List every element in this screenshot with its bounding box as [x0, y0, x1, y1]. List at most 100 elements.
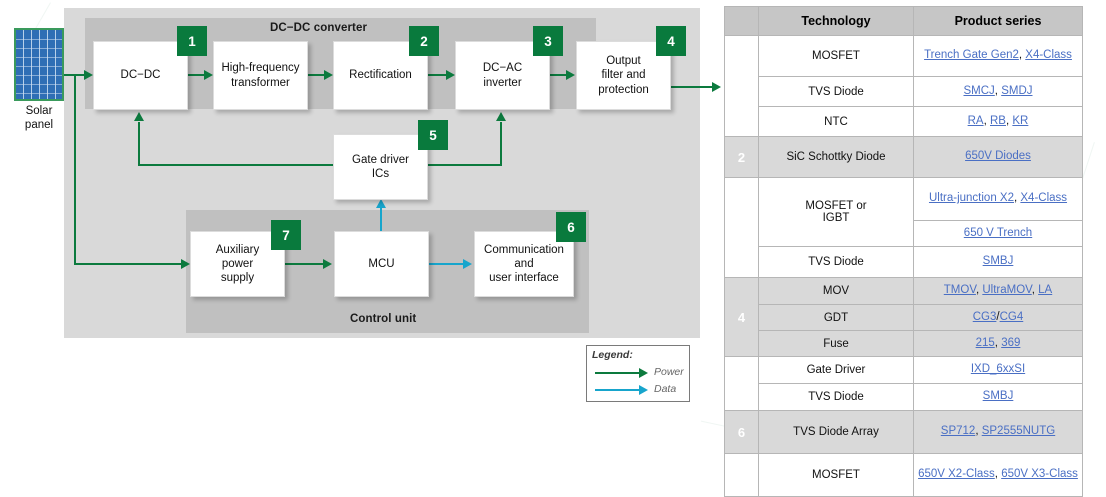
product-link[interactable]: SP2555NUTG — [981, 425, 1056, 438]
product-link[interactable]: SMBJ — [982, 390, 1014, 403]
row-number-cell: 3 — [724, 177, 759, 278]
dc-dc-converter-title: DC−DC converter — [270, 22, 368, 34]
node-gate-driver-line1: Gate driver — [352, 153, 409, 166]
row-number-cell: 6 — [724, 410, 759, 454]
power-link-gate-to-inv-h — [427, 164, 502, 166]
node-hft-line2: transformer — [231, 76, 290, 89]
node-dc-dc-label: DC−DC — [120, 69, 161, 82]
product-link[interactable]: LA — [1038, 284, 1053, 297]
power-link-hft-to-rect — [308, 74, 326, 76]
node-rectification-label: Rectification — [349, 69, 412, 82]
product-link[interactable]: 650 V Trench — [963, 226, 1033, 239]
product-link[interactable]: UltraMOV — [982, 284, 1032, 297]
node-mcu-label: MCU — [368, 257, 395, 270]
product-link[interactable]: SMCJ — [963, 84, 995, 97]
legend-data-arrow-icon — [639, 385, 648, 395]
product-series-cell: SMBJ — [913, 246, 1083, 278]
badge-7[interactable]: 7 — [271, 220, 301, 250]
product-link[interactable]: 369 — [1001, 336, 1021, 349]
product-series-cell: 650V X2-Class, 650V X3-Class — [913, 453, 1083, 497]
product-link[interactable]: 650V X2-Class — [918, 468, 995, 481]
product-series-cell: TMOV, UltraMOV, LA — [913, 277, 1083, 305]
node-gate-driver-ics[interactable]: Gate driver ICs — [333, 134, 428, 200]
node-dc-ac-inverter[interactable]: DC−AC inverter — [455, 41, 550, 110]
row-number-cell: 5 — [724, 356, 759, 411]
header-technology: Technology — [758, 6, 914, 36]
technology-cell: TVS Diode — [758, 76, 914, 107]
product-link[interactable]: CG4 — [999, 310, 1024, 323]
product-link[interactable]: Ultra-junction X2 — [928, 192, 1014, 205]
system-block-diagram: DC−DC converter Control unit Solar panel — [14, 8, 721, 402]
product-link[interactable]: SMBJ — [982, 255, 1014, 268]
product-series-cell: 650 V Trench — [913, 220, 1083, 247]
power-link-inv-to-filter — [550, 74, 568, 76]
product-series-cell: RA, RB, KR — [913, 106, 1083, 137]
badge-6[interactable]: 6 — [556, 212, 586, 242]
product-link[interactable]: RB — [990, 114, 1006, 127]
technology-cell: MOSFET — [758, 453, 914, 497]
table-row: TVS Diode SMBJ — [725, 383, 1083, 411]
power-link-branch-to-aux — [74, 263, 184, 265]
product-series-cell: 215, 369 — [913, 330, 1083, 357]
header-number — [724, 6, 759, 36]
product-link[interactable]: X4-Class — [1020, 192, 1068, 205]
product-link[interactable]: 650V Diodes — [965, 150, 1031, 163]
node-comm-label: Communication and user interface — [484, 243, 564, 285]
legend-title: Legend: — [592, 349, 633, 361]
row-number-cell: 2 — [724, 136, 759, 178]
node-dc-dc[interactable]: DC−DC — [93, 41, 188, 110]
power-link-dcdc-to-hft — [188, 74, 206, 76]
badge-3[interactable]: 3 — [533, 26, 563, 56]
product-link[interactable]: SMDJ — [1001, 84, 1033, 97]
product-link[interactable]: RA — [967, 114, 984, 127]
arrow-hft-to-rect — [324, 70, 333, 80]
technology-cell: SiC Schottky Diode — [758, 136, 914, 178]
node-aux-label: Auxiliary power supply — [216, 243, 259, 285]
badge-2[interactable]: 2 — [409, 26, 439, 56]
product-link[interactable]: 215 — [975, 336, 995, 349]
node-filter-line2: filter and — [601, 69, 646, 82]
arrow-solar-to-dcdc — [84, 70, 93, 80]
product-link[interactable]: X4-Class — [1025, 49, 1072, 62]
product-link[interactable]: SP712 — [940, 425, 976, 438]
row-number-cell: 7 — [724, 453, 759, 497]
node-gate-driver-label: Gate driver ICs — [352, 153, 409, 181]
node-auxiliary-power-supply[interactable]: Auxiliary power supply — [190, 231, 285, 297]
header-product-series: Product series — [913, 6, 1083, 36]
technology-cell: TVS Diode — [758, 383, 914, 411]
badge-4[interactable]: 4 — [656, 26, 686, 56]
badge-5[interactable]: 5 — [418, 120, 448, 150]
node-high-frequency-transformer[interactable]: High-frequency transformer — [213, 41, 308, 110]
node-mcu[interactable]: MCU — [334, 231, 429, 297]
arrow-mcu-to-communication — [463, 259, 472, 269]
technology-cell: TVS Diode Array — [758, 410, 914, 454]
legend-power-arrow-icon — [639, 368, 648, 378]
product-link[interactable]: 650V X3-Class — [1001, 468, 1078, 481]
data-link-mcu-to-communication — [429, 263, 465, 265]
technology-cell: MOV — [758, 277, 914, 305]
node-output-filter-and-protection[interactable]: Output filter and protection — [576, 41, 671, 110]
product-link[interactable]: CG3 — [972, 310, 997, 323]
table-header-row: Technology Product series — [724, 6, 1083, 36]
product-series-cell: Trench Gate Gen2, X4-Class — [913, 35, 1083, 77]
product-link[interactable]: TMOV — [943, 284, 976, 297]
node-communication-and-user-interface[interactable]: Communication and user interface — [474, 231, 574, 297]
product-series-cell: 650V Diodes — [913, 136, 1083, 178]
product-link[interactable]: Trench Gate Gen2 — [924, 49, 1019, 62]
technology-cell: MOSFET — [758, 35, 914, 77]
technology-cell: NTC — [758, 106, 914, 137]
power-link-solar-branch-down — [74, 74, 76, 264]
product-link[interactable]: KR — [1012, 114, 1029, 127]
product-link[interactable]: IXD_6xxSI — [970, 363, 1026, 376]
badge-1[interactable]: 1 — [177, 26, 207, 56]
arrow-aux-to-mcu — [323, 259, 332, 269]
row-number-cell: 1 — [724, 35, 759, 137]
product-series-cell: IXD_6xxSI — [913, 356, 1083, 384]
